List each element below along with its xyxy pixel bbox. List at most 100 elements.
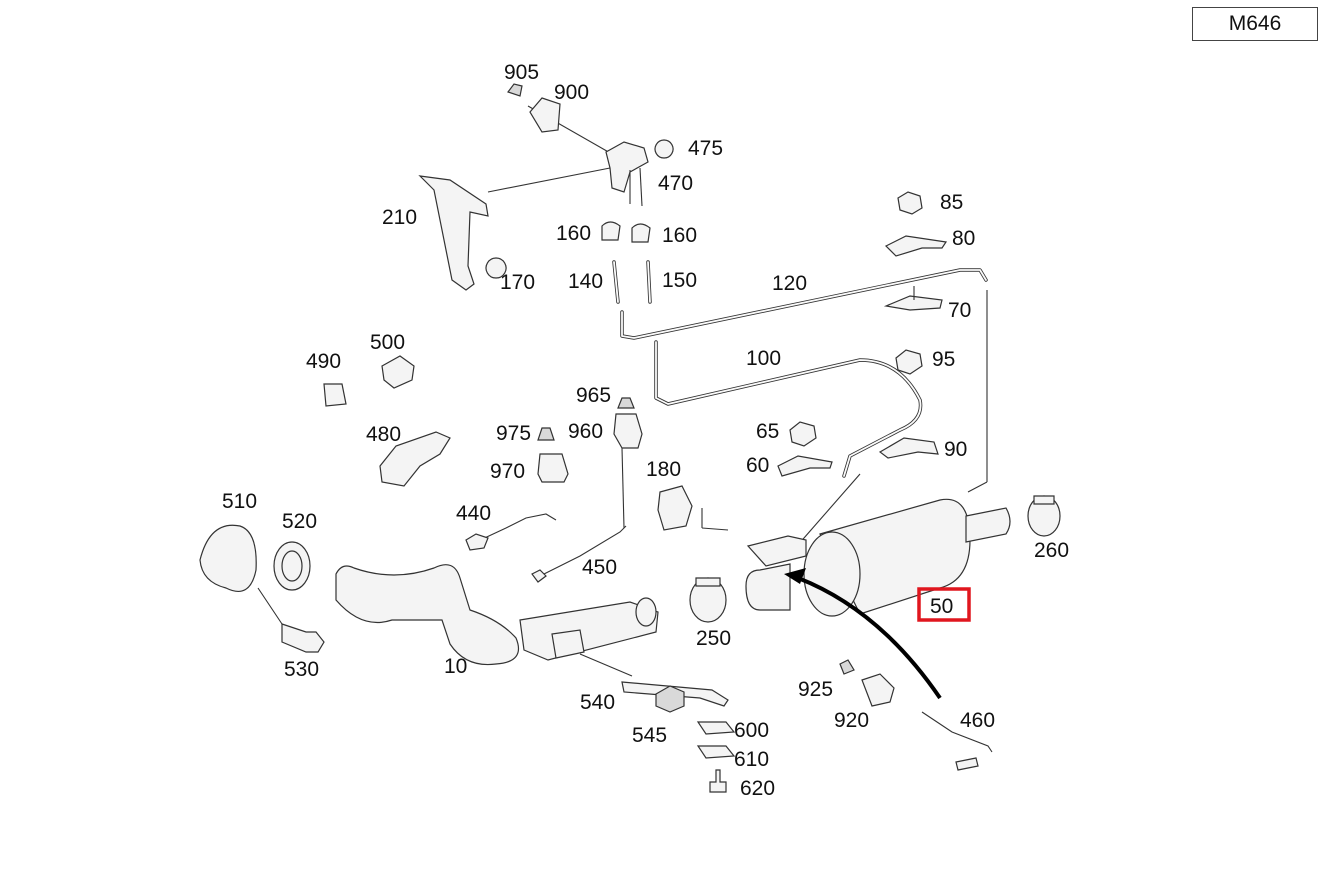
callout-480[interactable]: 480 (366, 423, 401, 446)
sensor-440-cable (475, 513, 557, 543)
callout-960[interactable]: 960 (568, 420, 603, 443)
plate-610-shape (696, 745, 736, 759)
callout-610[interactable]: 610 (734, 748, 769, 771)
callout-50[interactable]: 50 (930, 595, 953, 618)
callout-545[interactable]: 545 (632, 724, 667, 747)
callout-85[interactable]: 85 (940, 191, 963, 214)
callout-65[interactable]: 65 (756, 420, 779, 443)
callout-120[interactable]: 120 (772, 272, 807, 295)
bracket-210-shape (418, 175, 489, 291)
hose-960-shape (613, 413, 643, 449)
engine-code-label: M646 (1192, 7, 1318, 41)
callout-510[interactable]: 510 (222, 490, 257, 513)
bracket-90-shape (878, 437, 939, 459)
callout-180[interactable]: 180 (646, 458, 681, 481)
callout-540[interactable]: 540 (580, 691, 615, 714)
hose-900-shape (529, 97, 561, 133)
callout-90[interactable]: 90 (944, 438, 967, 461)
cap-965-shape (617, 397, 635, 409)
hose-920-shape (861, 673, 895, 707)
callout-95[interactable]: 95 (932, 348, 955, 371)
callout-450[interactable]: 450 (582, 556, 617, 579)
clip-160a-shape (601, 221, 621, 241)
sensor-460-tip (955, 757, 979, 771)
bracket-70-shape (883, 295, 943, 311)
cap-905-shape (507, 83, 523, 97)
sensor-group-right (839, 659, 993, 771)
callout-140[interactable]: 140 (568, 270, 603, 293)
clip-160b-shape (631, 223, 651, 243)
callout-620[interactable]: 620 (740, 777, 775, 800)
cap-975-shape (537, 427, 555, 441)
callout-260[interactable]: 260 (1034, 539, 1069, 562)
muffler-outlet (965, 507, 1011, 543)
callout-80[interactable]: 80 (952, 227, 975, 250)
clip-500-shape (381, 355, 415, 389)
sensor-group-mid (465, 397, 643, 583)
pipe-10-shape (335, 564, 520, 666)
pressure-sensor-group (507, 83, 674, 207)
callout-520[interactable]: 520 (282, 510, 317, 533)
hose-970-shape (537, 453, 569, 483)
callout-10[interactable]: 10 (444, 655, 467, 678)
callout-975[interactable]: 975 (496, 422, 531, 445)
bolt-530-shape (281, 623, 325, 653)
flange-group (199, 524, 325, 653)
bracket-60-shape (777, 455, 833, 477)
gasket-520-inner (281, 550, 303, 582)
bracket-80-shape (884, 235, 948, 257)
catalyst-10-group (335, 564, 659, 666)
callout-925[interactable]: 925 (798, 678, 833, 701)
callout-905[interactable]: 905 (504, 61, 539, 84)
nut-545-shape (655, 685, 685, 713)
callout-60[interactable]: 60 (746, 454, 769, 477)
callout-100[interactable]: 100 (746, 347, 781, 370)
leader-lines (257, 105, 988, 677)
callout-500[interactable]: 500 (370, 331, 405, 354)
callout-460[interactable]: 460 (960, 709, 995, 732)
callout-160b[interactable]: 160 (662, 224, 697, 247)
callout-170[interactable]: 170 (500, 271, 535, 294)
plate-600-shape (696, 721, 736, 735)
callout-160a[interactable]: 160 (556, 222, 591, 245)
callout-150[interactable]: 150 (662, 269, 697, 292)
pointer-arrow (784, 568, 942, 700)
bracket-480-shape (379, 431, 451, 487)
callout-900[interactable]: 900 (554, 81, 589, 104)
callout-440[interactable]: 440 (456, 502, 491, 525)
muffler-inlet (745, 563, 791, 611)
callout-210[interactable]: 210 (382, 206, 417, 229)
nut-95-shape (895, 349, 923, 375)
clip-490-shape (323, 383, 347, 407)
callout-600[interactable]: 600 (734, 719, 769, 742)
highlight-box (917, 587, 971, 622)
callout-475[interactable]: 475 (688, 137, 723, 160)
nut-170-shape (485, 257, 507, 279)
callout-965[interactable]: 965 (576, 384, 611, 407)
tube-group (601, 221, 988, 478)
shield-510-shape (199, 524, 257, 592)
callout-970[interactable]: 970 (490, 460, 525, 483)
sensor-450-tip (531, 569, 547, 583)
callout-920[interactable]: 920 (834, 709, 869, 732)
nut-85-shape (897, 191, 923, 215)
muffler-50-group (745, 498, 1011, 617)
callout-labels: 905 900 475 470 210 170 160 160 140 150 … (222, 61, 1069, 800)
clamp-10-shape (551, 629, 585, 659)
nut-475-shape (654, 139, 674, 159)
muffler-bracket (746, 535, 807, 567)
callout-70[interactable]: 70 (948, 299, 971, 322)
pipe-100-shape (654, 340, 923, 478)
callout-470[interactable]: 470 (658, 172, 693, 195)
bolt-620-shape (709, 769, 727, 793)
sensor-450-cable (539, 525, 627, 577)
bracket-210-group (418, 175, 507, 291)
sensor-460-cable (921, 711, 993, 753)
callout-530[interactable]: 530 (284, 658, 319, 681)
clip-group-left (323, 355, 451, 487)
callout-490[interactable]: 490 (306, 350, 341, 373)
callout-250[interactable]: 250 (696, 627, 731, 650)
nut-65-shape (789, 421, 817, 447)
hanger-180-shape (657, 485, 693, 531)
